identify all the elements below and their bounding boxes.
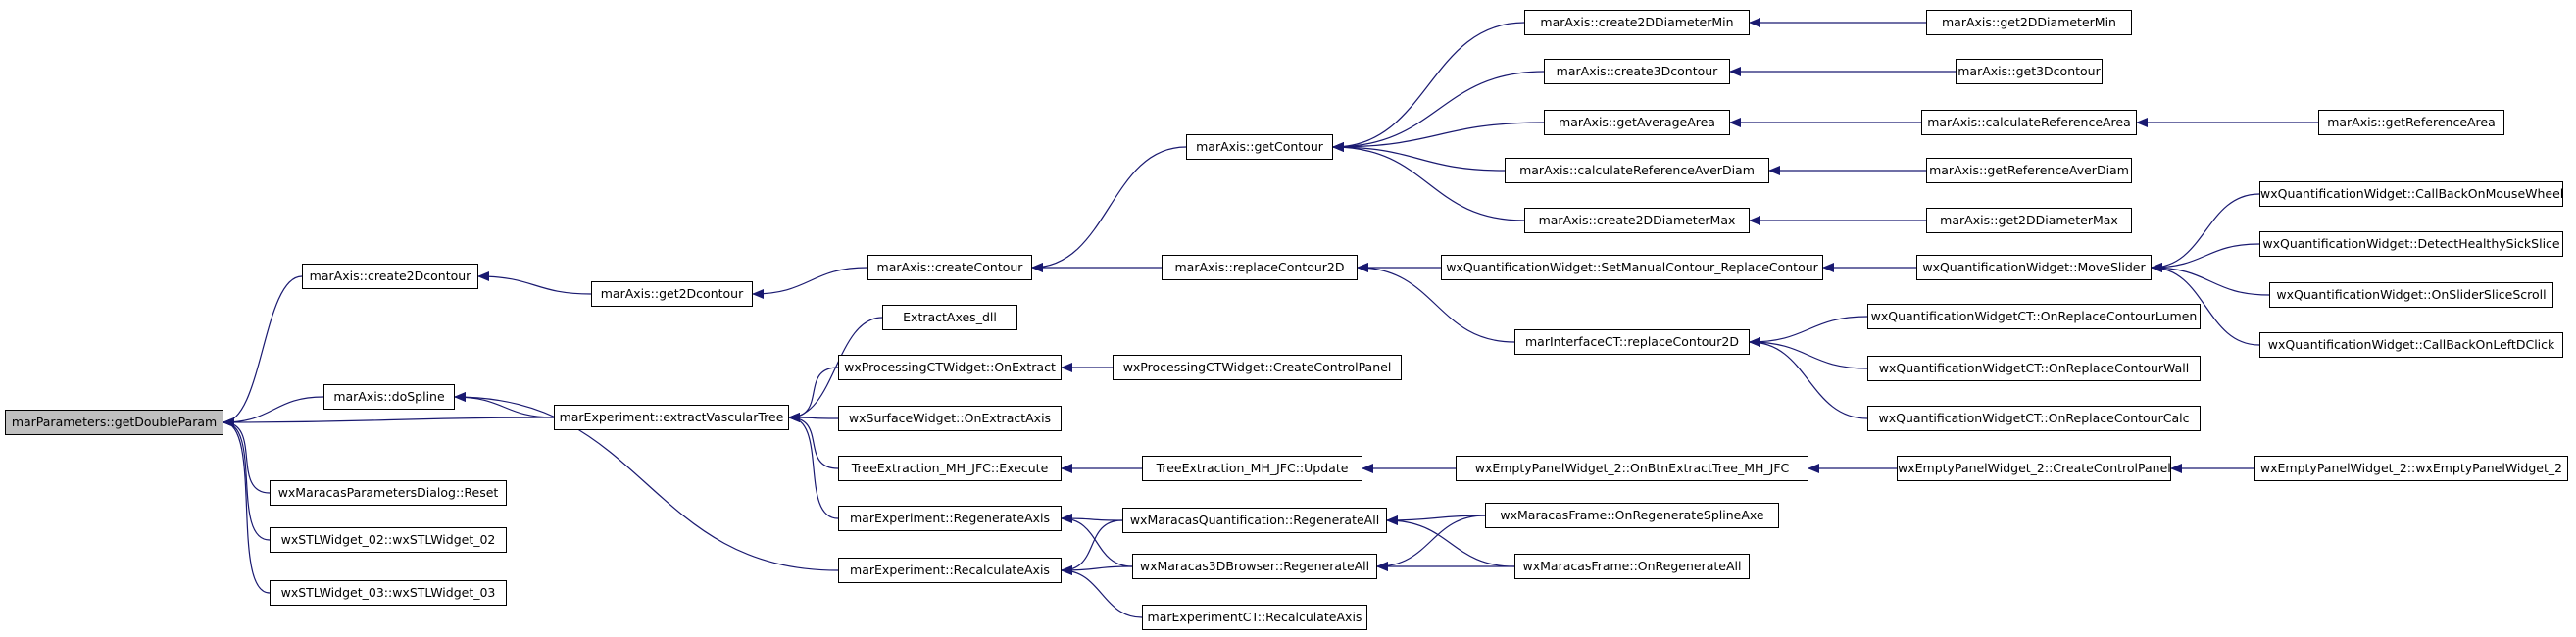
node-emptypanel-createcontrolpanel[interactable]: wxEmptyPanelWidget_2::CreateControlPanel (1897, 456, 2171, 481)
node-quantification-regenerateall[interactable]: wxMaracasQuantification::RegenerateAll (1122, 508, 1387, 533)
edge-n7-to-n0 (223, 416, 555, 427)
node-calculatereferenceaverdiam[interactable]: marAxis::calculateReferenceAverDiam (1505, 158, 1769, 183)
node-processingct-onextract[interactable]: wxProcessingCTWidget::OnExtract (838, 355, 1062, 380)
node-dospline[interactable]: marAxis::doSpline (323, 384, 455, 410)
edge-n22-to-n16 (1376, 514, 1486, 571)
node-callbackonleftdclick[interactable]: wxQuantificationWidget::CallBackOnLeftDC… (2259, 332, 2563, 358)
node-parameters-dialog-reset[interactable]: wxMaracasParametersDialog::Reset (270, 480, 507, 506)
node-getcontour[interactable]: marAxis::getContour (1186, 134, 1333, 160)
node-regenerateaxis[interactable]: marExperiment::RegenerateAxis (838, 506, 1062, 531)
node-interfacect-replacecontour2d[interactable]: marInterfaceCT::replaceContour2D (1514, 329, 1750, 355)
edge-n45-to-n37 (2151, 263, 2270, 296)
edge-n13-to-n7 (788, 413, 839, 469)
edge-n27-to-n18 (1332, 142, 1506, 172)
node-create2ddiametermin[interactable]: marAxis::create2DDiameterMin (1524, 10, 1750, 35)
edge-n38-to-n30 (1749, 316, 1868, 347)
edge-n16-to-n14 (1061, 514, 1133, 567)
edge-n24-to-n18 (1332, 22, 1525, 152)
node-setmanualcontour-replacecontour[interactable]: wxQuantificationWidget::SetManualContour… (1441, 255, 1823, 280)
node-root-getdoubleparam[interactable]: marParameters::getDoubleParam (5, 410, 223, 435)
node-frame-onregenerateall[interactable]: wxMaracasFrame::OnRegenerateAll (1514, 554, 1750, 579)
node-frame-onregeneratesplineaxe[interactable]: wxMaracasFrame::OnRegenerateSplineAxe (1485, 503, 1779, 528)
node-create3dcontour[interactable]: marAxis::create3Dcontour (1544, 59, 1730, 84)
node-replacecontour2d[interactable]: marAxis::replaceContour2D (1162, 255, 1358, 280)
node-extractaxes-dll[interactable]: ExtractAxes_dll (882, 305, 1017, 330)
node-get2ddiametermax[interactable]: marAxis::get2DDiameterMax (1926, 208, 2132, 233)
edge-n15-to-n8 (1061, 519, 1123, 575)
edge-n30-to-n19 (1357, 263, 1515, 343)
edge-n25-to-n18 (1332, 71, 1545, 152)
edge-n46-to-n37 (2151, 263, 2260, 346)
node-calculatereferencearea[interactable]: marAxis::calculateReferenceArea (1921, 110, 2137, 135)
node-stlwidget-03[interactable]: wxSTLWidget_03::wxSTLWidget_03 (270, 580, 507, 606)
node-get3dcontour[interactable]: marAxis::get3Dcontour (1956, 59, 2103, 84)
node-treeextraction-update[interactable]: TreeExtraction_MH_JFC::Update (1142, 456, 1362, 481)
node-create2dcontour[interactable]: marAxis::create2Dcontour (302, 264, 478, 289)
node-moveslider[interactable]: wxQuantificationWidget::MoveSlider (1916, 255, 2152, 280)
node-onreplacecontourlumen[interactable]: wxQuantificationWidgetCT::OnReplaceConto… (1867, 304, 2201, 329)
edge-n6-to-n1 (477, 271, 592, 295)
node-processingct-createcontrolpanel[interactable]: wxProcessingCTWidget::CreateControlPanel (1113, 355, 1402, 380)
edge-n18-to-n9 (1031, 146, 1187, 272)
edge-n1-to-n0 (223, 275, 303, 427)
node-emptypanelwidget-2[interactable]: wxEmptyPanelWidget_2::wxEmptyPanelWidget… (2254, 456, 2568, 481)
edge-n8-to-n2 (454, 392, 839, 571)
node-surfacewidget-onextractaxis[interactable]: wxSurfaceWidget::OnExtractAxis (838, 406, 1062, 431)
node-onreplacecontourcalc[interactable]: wxQuantificationWidgetCT::OnReplaceConto… (1867, 406, 2201, 431)
edge-n9-to-n6 (752, 267, 868, 299)
node-callbackonmousewheel[interactable]: wxQuantificationWidget::CallBackOnMouseW… (2259, 181, 2563, 207)
node-onreplacecontourwall[interactable]: wxQuantificationWidgetCT::OnReplaceConto… (1867, 356, 2201, 381)
edge-n17-to-n8 (1061, 565, 1143, 618)
node-getreferencearea[interactable]: marAxis::getReferenceArea (2318, 110, 2504, 135)
edge-n43-to-n37 (2151, 193, 2260, 272)
node-get2ddiametermin[interactable]: marAxis::get2DDiameterMin (1926, 10, 2132, 35)
edge-n11-to-n7 (788, 367, 839, 422)
edge-n28-to-n18 (1332, 142, 1525, 221)
node-onbtnextracttree[interactable]: wxEmptyPanelWidget_2::OnBtnExtractTree_M… (1456, 456, 1808, 481)
node-getreferenceaverdiam[interactable]: marAxis::getReferenceAverDiam (1926, 158, 2132, 183)
node-onsliderslicescroll[interactable]: wxQuantificationWidget::OnSliderSliceScr… (2269, 282, 2553, 308)
edge-n39-to-n30 (1749, 337, 1868, 369)
edge-n7-to-n2 (454, 392, 555, 418)
edge-n22-to-n15 (1386, 514, 1486, 525)
edge-n14-to-n7 (788, 413, 839, 519)
node-treeextraction-execute[interactable]: TreeExtraction_MH_JFC::Execute (838, 456, 1062, 481)
edge-n44-to-n37 (2151, 243, 2260, 272)
edge-n23-to-n15 (1386, 515, 1515, 567)
node-create2ddiametermax[interactable]: marAxis::create2DDiameterMax (1524, 208, 1750, 233)
node-3dbrowser-regenerateall[interactable]: wxMaracas3DBrowser::RegenerateAll (1132, 554, 1377, 579)
node-get2dcontour[interactable]: marAxis::get2Dcontour (591, 281, 753, 307)
node-extractvasculartree[interactable]: marExperiment::extractVascularTree (554, 405, 789, 430)
node-stlwidget-02[interactable]: wxSTLWidget_02::wxSTLWidget_02 (270, 527, 507, 553)
node-experimentct-recalculateaxis[interactable]: marExperimentCT::RecalculateAxis (1142, 605, 1367, 630)
node-recalculateaxis[interactable]: marExperiment::RecalculateAxis (838, 558, 1062, 583)
edge-n4-to-n0 (223, 417, 271, 541)
edge-n5-to-n0 (223, 417, 271, 594)
edge-n2-to-n0 (223, 396, 324, 427)
edge-n26-to-n18 (1332, 122, 1545, 152)
node-getaveragearea[interactable]: marAxis::getAverageArea (1544, 110, 1730, 135)
node-detecthealthysickslice[interactable]: wxQuantificationWidget::DetectHealthySic… (2259, 231, 2563, 257)
edge-n40-to-n30 (1749, 337, 1868, 419)
node-createcontour[interactable]: marAxis::createContour (867, 255, 1032, 280)
